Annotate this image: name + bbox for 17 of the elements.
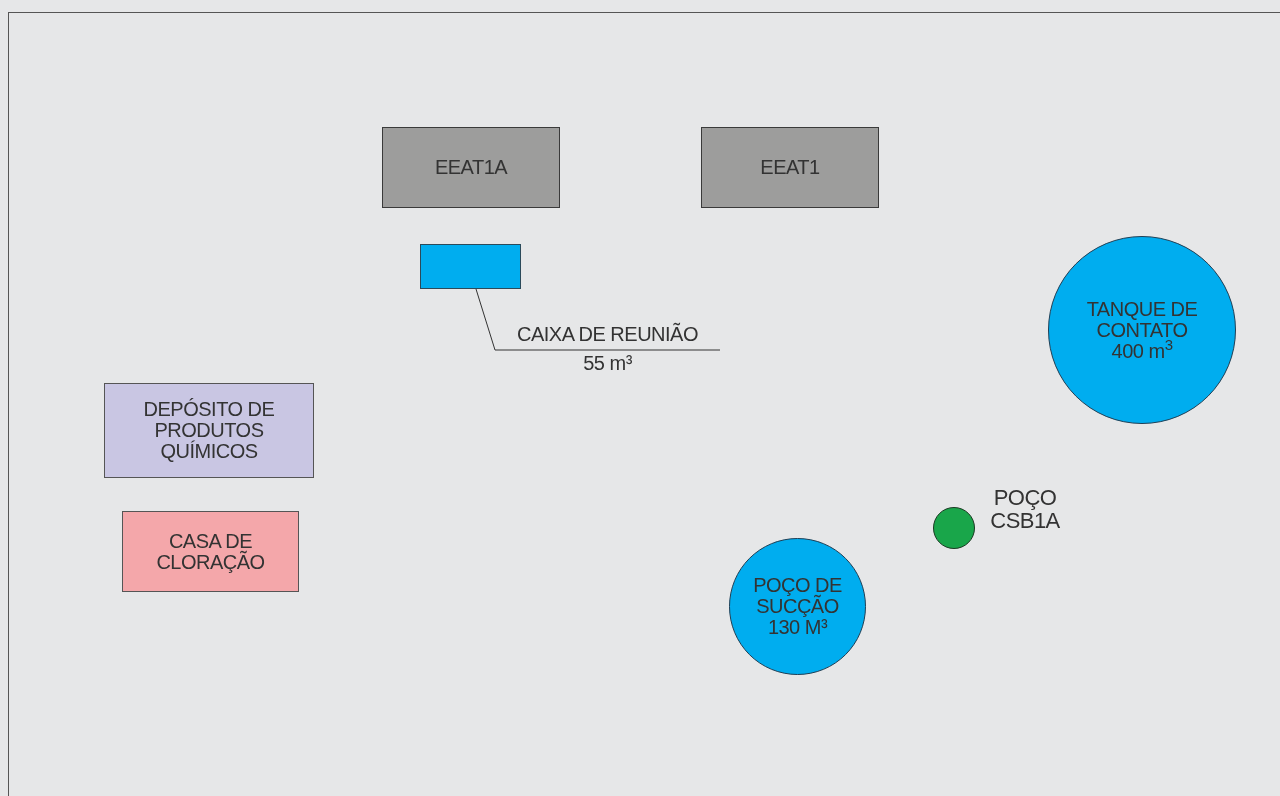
callout-label: CAIXA DE REUNIÃO (517, 322, 698, 347)
volume-label: 400 m$^{3}$ (1111, 340, 1173, 362)
building-label: EEAT1A (433, 157, 509, 178)
building-box (122, 511, 299, 592)
volume-label: 130 M³ (767, 617, 828, 638)
building-label: EEAT1 (759, 157, 821, 178)
building-label: POÇO DE SUCÇÃO (752, 575, 843, 617)
leader-line (475, 288, 721, 351)
building-box (104, 383, 314, 478)
tank-rect (420, 244, 521, 289)
building-label: TANQUE DE CONTATO (1085, 298, 1199, 341)
volume-label: 55 m³ (583, 351, 632, 374)
well-label: POÇO CSB1A (989, 486, 1061, 533)
building-box (382, 127, 560, 208)
building-label: CASA DE CLORAÇÃO (155, 530, 266, 573)
building-label: DEPÓSITO DE PRODUTOS QUÍMICOS (142, 399, 276, 462)
building-box (701, 127, 879, 208)
